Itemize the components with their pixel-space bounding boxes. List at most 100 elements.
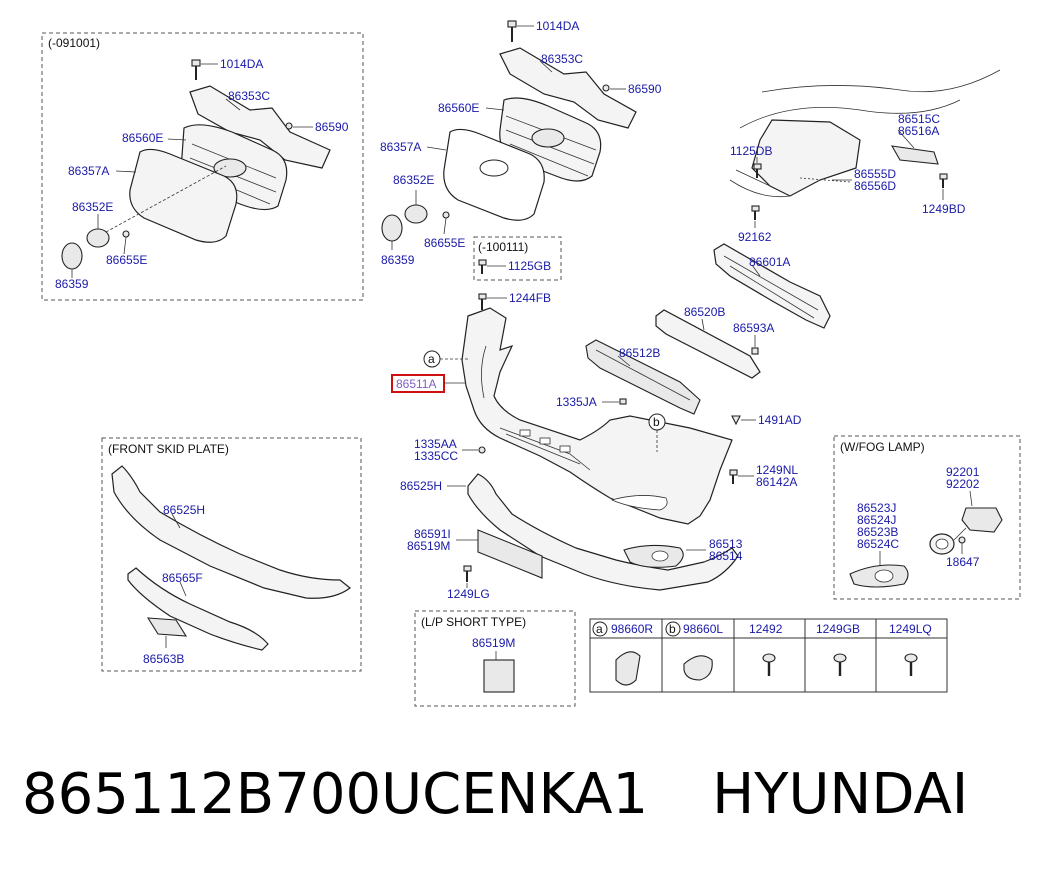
label-86513: 86513 xyxy=(709,537,743,551)
clip-86590-icon xyxy=(285,122,293,130)
label-86565f: 86565F xyxy=(162,571,203,585)
bumper-stay-86512b xyxy=(585,339,701,415)
clip-86593a-icon xyxy=(751,347,759,355)
brand-text: HYUNDAI xyxy=(712,762,969,827)
part-number-text: 865112B700UCENKA1 xyxy=(22,762,649,827)
label-1249bd: 1249BD xyxy=(922,202,966,216)
label-1014da-later: 1014DA xyxy=(536,19,579,33)
skid-garnish-86565f xyxy=(127,567,269,651)
label-86515c: 86515C xyxy=(898,112,940,126)
license-plate-bracket-86519m xyxy=(477,529,543,579)
bolt-1014da-icon xyxy=(191,59,201,80)
label-1335aa: 1335AA xyxy=(414,437,457,451)
clip-1335aa-icon xyxy=(478,446,486,454)
lp-short-box xyxy=(414,610,576,707)
label-86352e-early: 86352E xyxy=(72,200,113,214)
label-18647: 18647 xyxy=(946,555,980,569)
parts-diagram: (-091001) 1014DA 86353C 86590 86560E 863… xyxy=(41,19,1021,707)
label-86556d: 86556D xyxy=(854,179,896,193)
screw-1249gb-icon xyxy=(833,653,847,676)
label-1491ad: 1491AD xyxy=(758,413,802,427)
label-86142a: 86142A xyxy=(756,475,797,489)
early-grille-box-title: (-091001) xyxy=(48,36,100,50)
later-grille-group: 1014DA 86353C 86590 86560E 86357A 86352E… xyxy=(380,19,662,281)
screw-1249lq-icon xyxy=(904,653,918,676)
fog-lamp-bracket xyxy=(961,507,1003,533)
label-86555d: 86555D xyxy=(854,167,896,181)
table-part-1249lq: 1249LQ xyxy=(889,622,932,636)
label-86519m-main: 86519M xyxy=(407,539,450,553)
skid-cover-86563b xyxy=(146,617,188,637)
label-92201: 92201 xyxy=(946,465,980,479)
label-86524c: 86524C xyxy=(857,537,899,551)
label-86590-early: 86590 xyxy=(315,120,349,134)
label-92162: 92162 xyxy=(738,230,772,244)
highlight-86511a-box xyxy=(391,374,445,393)
cap-98660r-icon xyxy=(615,651,641,686)
skid-plate-box xyxy=(101,437,362,672)
label-86591i: 86591I xyxy=(414,527,451,541)
impact-beam-group: 86601A xyxy=(713,243,831,329)
label-1244fb: 1244FB xyxy=(509,291,551,305)
table-part-12492: 12492 xyxy=(749,622,783,636)
emblem-86352e xyxy=(86,228,110,248)
skid-plate-86525h xyxy=(111,465,351,599)
label-86601a: 86601A xyxy=(749,255,790,269)
label-86519m-short: 86519M xyxy=(472,636,515,650)
emblem-86352e-later xyxy=(404,204,428,224)
grille-bracket-86353c-later xyxy=(499,47,637,129)
label-86353c-later: 86353C xyxy=(541,52,583,66)
bumper-stay-group: 86512B xyxy=(585,339,701,415)
label-86520b: 86520B xyxy=(684,305,725,319)
early-grille-group: (-091001) 1014DA 86353C 86590 86560E 863… xyxy=(41,32,364,301)
label-86524j: 86524J xyxy=(857,513,896,527)
table-ref-b: b xyxy=(669,622,676,636)
bolt-1244fb-icon xyxy=(478,293,487,310)
label-86560e-later: 86560E xyxy=(438,101,479,115)
label-86563b: 86563B xyxy=(143,652,184,666)
label-1125db: 1125DB xyxy=(730,144,772,158)
label-86523j: 86523J xyxy=(857,501,896,515)
footer-caption: 865112B700UCENKA1 HYUNDAI xyxy=(22,762,1042,827)
clip-1335ja-icon xyxy=(619,398,627,405)
fog-lamp-box xyxy=(833,435,1021,600)
skid-plate-box-title: (FRONT SKID PLATE) xyxy=(108,442,229,456)
energy-absorber-86520b xyxy=(655,309,761,379)
lp-short-group: (L/P SHORT TYPE) 86519M xyxy=(414,610,576,707)
bolt-1249bd-icon xyxy=(939,173,948,188)
clip-86590-icon xyxy=(602,84,610,92)
clip-86655e-icon xyxy=(442,211,450,219)
label-86353c-early: 86353C xyxy=(228,89,270,103)
screw-12492-icon xyxy=(762,653,776,676)
parts-table: a 98660R b 98660L 12492 1249GB 1249LQ xyxy=(589,618,948,693)
table-part-98660r: 98660R xyxy=(611,622,653,636)
table-part-98660l: 98660L xyxy=(683,622,723,636)
label-86560e-early: 86560E xyxy=(122,131,163,145)
grille-insert-86357a xyxy=(129,148,238,243)
ref-b-text: b xyxy=(653,415,660,429)
lower-skid-main-group: 86525H 86591I 86519M 1249LG 86513 86514 xyxy=(400,473,743,601)
body-support-group: 86515C 86516A 1125DB 86555D 86556D 1249B… xyxy=(729,69,1001,244)
label-1125gb: 1125GB xyxy=(508,259,551,273)
clip-1491ad-icon xyxy=(731,415,741,426)
label-1014da-early: 1014DA xyxy=(220,57,263,71)
label-1249lg: 1249LG xyxy=(447,587,490,601)
absorber-group: 86520B 86593A xyxy=(655,305,774,379)
ref-a-text: a xyxy=(428,352,435,366)
lp-short-box-title: (L/P SHORT TYPE) xyxy=(421,615,526,629)
license-plate-bracket-short xyxy=(483,659,515,693)
fog-lamp-group: (W/FOG LAMP) 92201 92202 18647 86523J 86… xyxy=(833,435,1021,600)
label-1335ja: 1335JA xyxy=(556,395,597,409)
emblem-86359 xyxy=(61,242,83,270)
label-86593a: 86593A xyxy=(733,321,774,335)
clip-86655e-icon xyxy=(122,230,130,238)
bolt-100111-box-title: (-100111) xyxy=(478,240,528,254)
bolt-1125db-icon xyxy=(753,163,762,178)
bumper-cover-group: a 86511A 1244FB 1335JA b 1491AD 1335AA 1… xyxy=(391,291,802,525)
label-86655e-later: 86655E xyxy=(424,236,465,250)
label-86359-later: 86359 xyxy=(381,253,415,267)
label-86357a-early: 86357A xyxy=(68,164,109,178)
label-86525h-main: 86525H xyxy=(400,479,442,493)
label-86525h-skid: 86525H xyxy=(163,503,205,517)
skid-plate-group: (FRONT SKID PLATE) 86525H 86565F 86563B xyxy=(101,437,362,672)
